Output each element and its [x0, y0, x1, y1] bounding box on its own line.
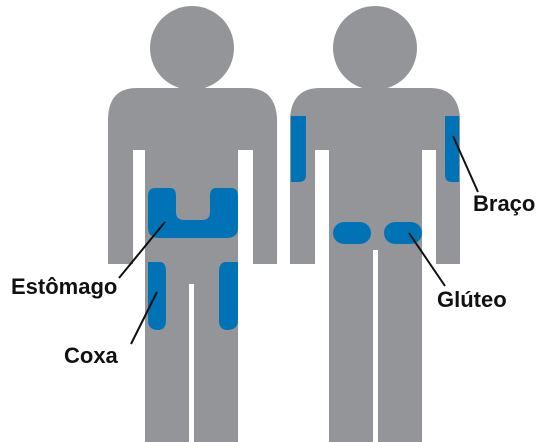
arm-label: Braço — [473, 193, 535, 215]
front-thigh-site-left — [148, 262, 166, 330]
front-thigh-site-right — [219, 262, 238, 330]
back-arm-site-right — [445, 116, 459, 182]
back-buttock-site-left — [333, 222, 371, 244]
back-body — [290, 88, 460, 442]
front-body — [108, 88, 277, 442]
front-head — [150, 6, 234, 90]
back-figure — [290, 6, 460, 442]
stomach-label: Estômago — [11, 276, 117, 298]
back-buttock-site-right — [384, 222, 422, 244]
thigh-label: Coxa — [64, 345, 118, 367]
buttock-label: Glúteo — [437, 289, 507, 311]
back-head — [333, 6, 417, 90]
front-figure — [108, 6, 277, 442]
back-arm-site-left — [291, 116, 306, 182]
